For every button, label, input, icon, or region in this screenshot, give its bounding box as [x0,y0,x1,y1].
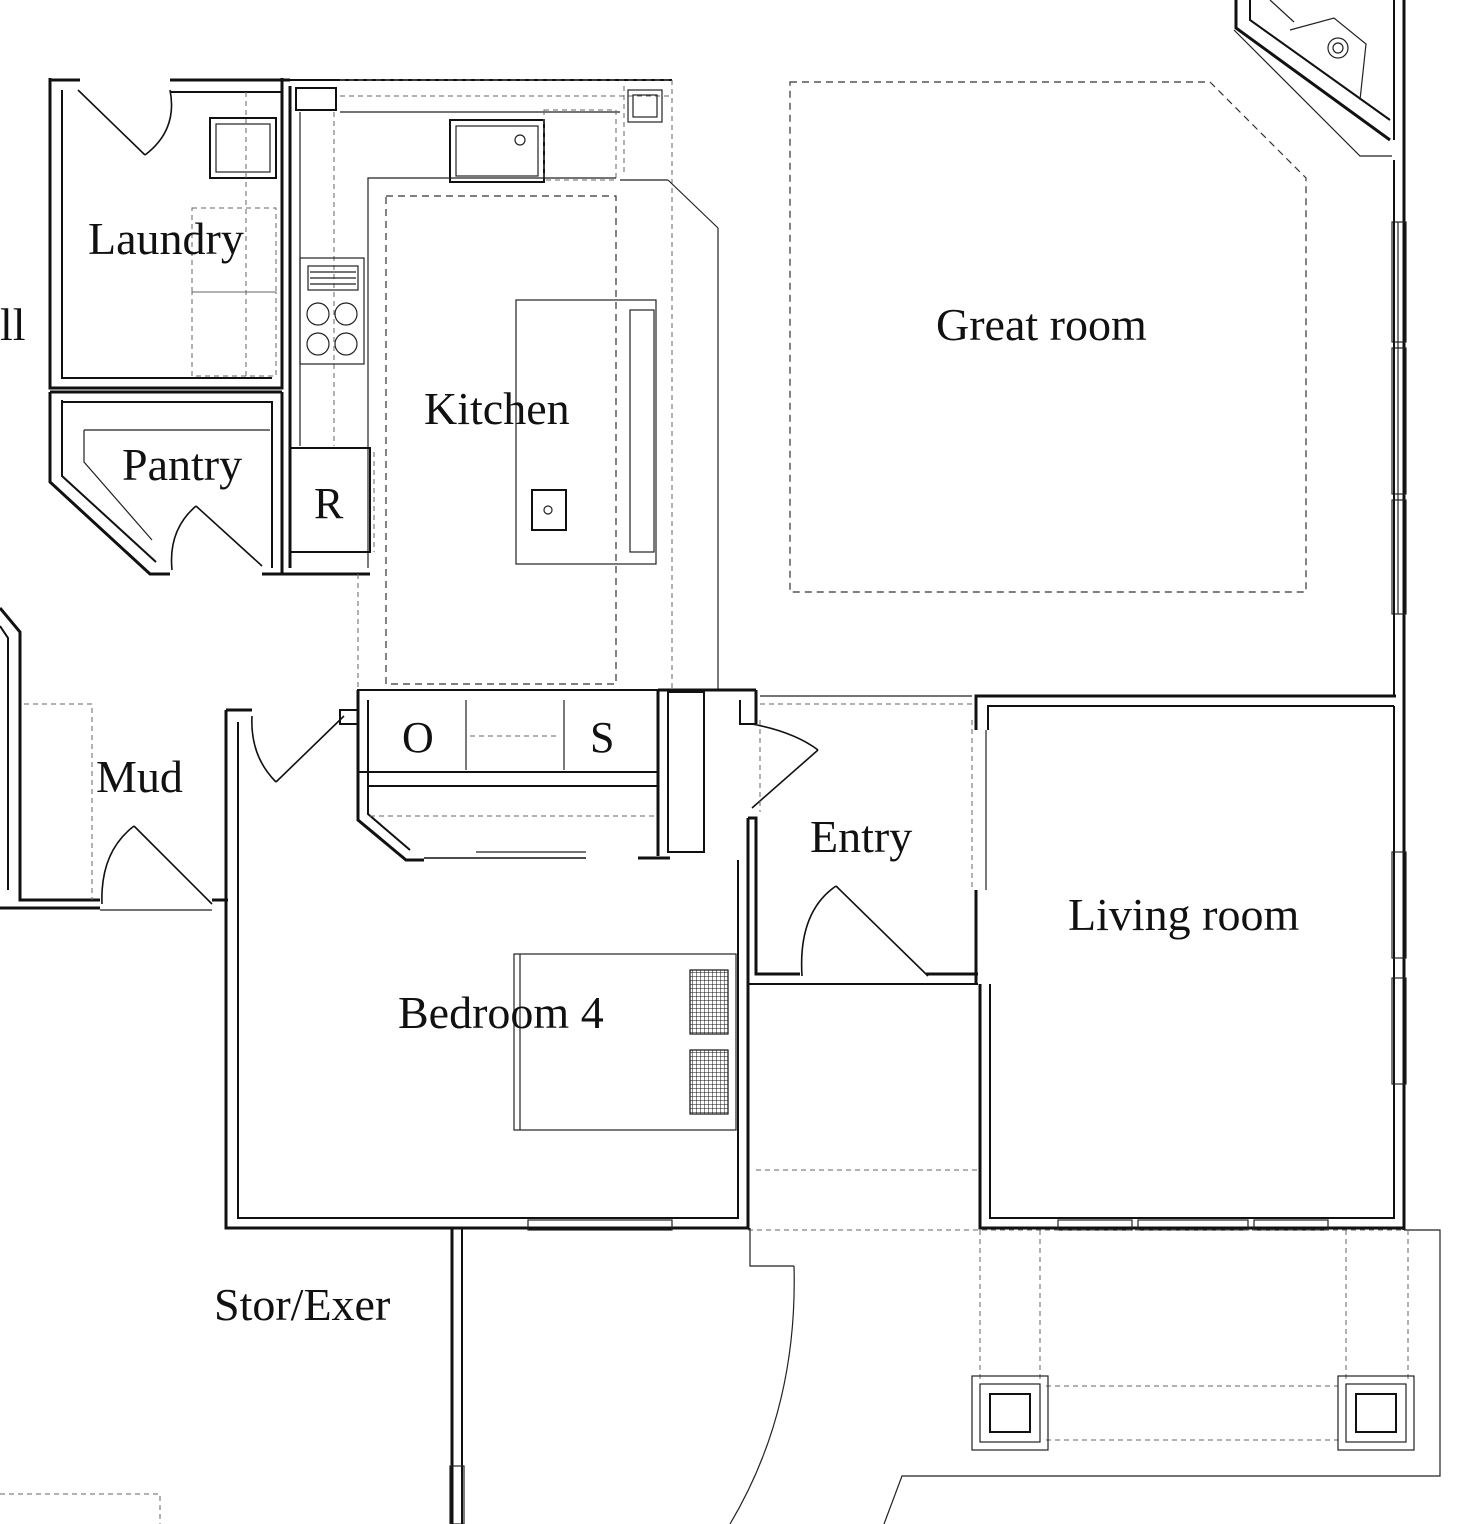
pillow-icon [689,1049,729,1115]
kitchen-room [262,79,756,862]
entry-label: Entry [810,811,912,862]
cut-off-room-label: ll [0,299,26,350]
pillow-icon [689,969,729,1035]
mud-label: Mud [96,751,183,802]
closet-door[interactable] [751,749,819,809]
refrigerator-label: R [314,479,344,528]
mud-door[interactable] [133,825,213,905]
refrigerator [289,447,371,553]
porch-area [0,1228,1441,1524]
bedroom-4-room [224,708,750,1231]
fireplace-icon [1327,37,1349,59]
mud-room [0,607,228,911]
kitchen-sink-icon [449,119,545,183]
window [1391,977,1407,1085]
laundry-sink-icon [209,117,277,179]
great-room-label: Great room [936,299,1147,350]
stor-exer-label: Stor/Exer [214,1279,390,1330]
kitchen-island [515,299,657,565]
bedroom-4-door[interactable] [275,715,345,783]
window [527,1219,673,1231]
bedroom-4-label: Bedroom 4 [398,987,604,1038]
kitchen-label: Kitchen [424,383,570,434]
pantry-label: Pantry [122,439,242,490]
window [1391,499,1407,615]
laundry-room [48,78,290,390]
window [1391,851,1407,959]
laundry-label: Laundry [88,213,244,264]
laundry-door[interactable] [77,89,146,156]
porch-column [1337,1375,1415,1451]
window [1391,347,1407,495]
great-room [789,0,1407,1230]
entry-room [748,690,987,1171]
living-room-label: Living room [1068,889,1299,940]
oven-label: O [402,713,434,762]
entry-door[interactable] [835,885,929,977]
living-room [974,694,1407,1231]
bed [513,953,737,1131]
sink-cabinet-label: S [590,713,614,762]
porch-column [971,1375,1049,1451]
window [1391,221,1407,343]
island-sink-icon [531,489,567,531]
cooktop-icon [299,257,365,365]
pantry-door[interactable] [195,505,263,567]
